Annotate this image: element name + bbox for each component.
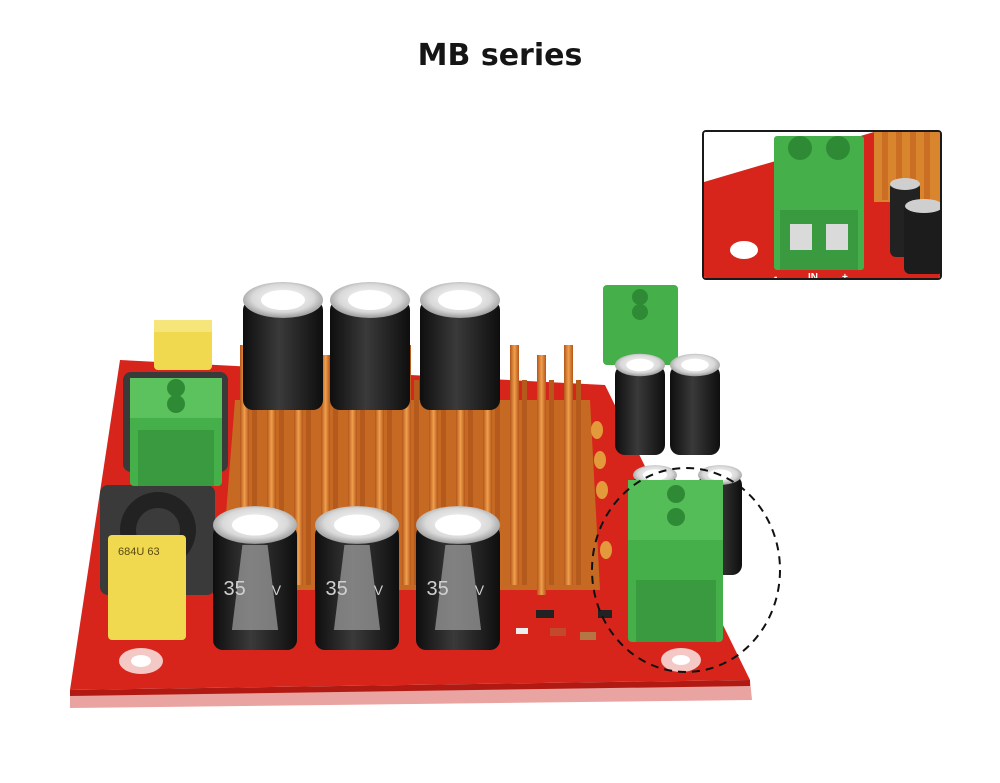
capacitor-voltage-label: 35 — [326, 578, 348, 600]
heatsink-fin — [240, 345, 249, 585]
electrolytic-capacitor — [615, 353, 665, 455]
smd-components — [516, 610, 612, 640]
heatsink-fin — [252, 380, 257, 585]
electrolytic-capacitor — [330, 282, 410, 410]
heatsink-fin — [495, 380, 500, 585]
electrolytic-capacitor — [243, 282, 323, 410]
input-label: IN — [736, 619, 747, 631]
heatsink-fin — [483, 355, 492, 595]
mounting-hole-right — [661, 648, 701, 672]
heatsink-fin — [510, 345, 519, 585]
heatsink-fin — [279, 380, 284, 585]
heatsink — [220, 345, 600, 595]
heatsink-fin — [360, 380, 365, 585]
inset-photo: - IN + — [704, 132, 940, 280]
electrolytic-capacitor — [670, 353, 720, 455]
electrolytic-capacitor: 35 V — [416, 506, 500, 650]
input-minus-label: - — [739, 629, 743, 643]
capacitors-back-row — [243, 282, 500, 410]
heatsink-fin — [294, 345, 303, 585]
input-terminal-block: + IN - — [628, 480, 747, 643]
heatsink-fin — [429, 355, 438, 595]
heatsink-fin — [387, 380, 392, 585]
heatsink-fin — [267, 355, 276, 595]
heatsink-fin — [306, 380, 311, 585]
heatsink-fin — [321, 355, 330, 595]
heatsink-fin — [414, 380, 419, 585]
ceramic-capacitors — [591, 421, 612, 559]
electrolytic-capacitor: 35 V — [315, 506, 399, 650]
heatsink-fin — [402, 345, 411, 585]
capacitor-voltage-label: 35 — [427, 578, 449, 600]
heatsink-fin — [576, 380, 581, 585]
heatsink-fin — [456, 345, 465, 585]
mounting-hole-left — [119, 648, 163, 674]
callout-circle — [591, 467, 781, 673]
capacitor-voltage-label: 35 — [224, 578, 246, 600]
input-plus-label: + — [738, 601, 745, 615]
capacitor-unit-label: V — [374, 582, 384, 598]
capacitors-front-row: 35 V 35 V 35 V — [213, 506, 500, 650]
electrolytic-capacitor — [420, 282, 500, 410]
terminal-block-right-top — [603, 285, 678, 365]
heatsink-fin — [549, 380, 554, 585]
terminal-block-left — [130, 378, 222, 486]
heatsink-fin — [441, 380, 446, 585]
page-title: MB series — [417, 38, 583, 73]
inset-input-minus: - — [774, 272, 777, 280]
capacitor-unit-label: V — [475, 582, 485, 598]
heatsink-fin — [348, 345, 357, 585]
zoom-inset: - IN + — [702, 130, 942, 280]
heatsink-fin — [564, 345, 573, 585]
heatsink-fin — [537, 355, 546, 595]
inset-input-plus: + — [842, 272, 848, 280]
heatsink-fin — [333, 380, 338, 585]
heatsink-fin — [522, 380, 527, 585]
small-cap-code: 684U 63 — [118, 546, 160, 558]
electrolytic-capacitor: 35 V — [213, 506, 297, 650]
capacitor-unit-label: V — [272, 582, 282, 598]
heatsink-fin — [468, 380, 473, 585]
yellow-capacitor-bottom: 684U 63 — [108, 535, 186, 640]
inset-input-label: IN — [808, 272, 818, 280]
heatsink-fin — [375, 355, 384, 595]
yellow-capacitor-top — [154, 320, 212, 370]
